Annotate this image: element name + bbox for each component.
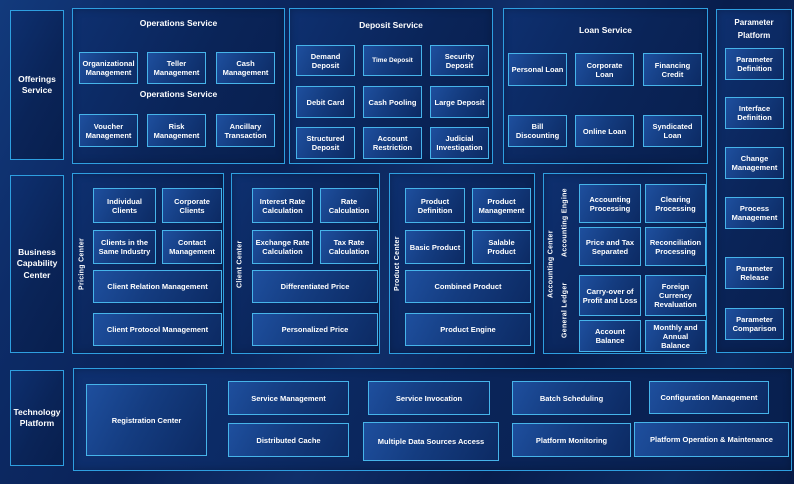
box-contact-management: Contact Management — [162, 230, 222, 264]
box-cash-pooling: Cash Pooling — [363, 86, 422, 118]
rail-business-capability-center: Business Capability Center — [10, 175, 64, 353]
box-judicial-investigation: Judicial Investigation — [430, 127, 489, 159]
operations-service-subtitle: Operations Service — [139, 89, 218, 99]
box-client-protocol-management: Client Protocol Management — [93, 313, 222, 346]
client-center-panel: Client Center Interest Rate Calculation … — [231, 173, 380, 354]
box-personal-loan: Personal Loan — [508, 53, 567, 86]
box-financing-credit: Financing Credit — [643, 53, 702, 86]
box-large-deposit: Large Deposit — [430, 86, 489, 118]
box-interface-definition: Interface Definition — [725, 97, 784, 129]
box-differentiated-price: Differentiated Price — [252, 270, 378, 303]
box-risk-management: Risk Management — [147, 114, 206, 147]
box-batch-scheduling: Batch Scheduling — [512, 381, 631, 415]
box-accounting-processing: Accounting Processing — [579, 184, 641, 223]
box-time-deposit: Time Deposit — [363, 45, 422, 76]
box-tax-rate-calculation: Tax Rate Calculation — [320, 230, 378, 264]
loan-service-panel: Loan Service Personal Loan Corporate Loa… — [503, 8, 708, 164]
client-center-label: Client Center — [236, 240, 244, 288]
rail-technology-platform: Technology Platform — [10, 370, 64, 466]
box-multiple-data-sources-access: Multiple Data Sources Access — [363, 422, 499, 461]
box-platform-operation-maintenance: Platform Operation & Maintenance — [634, 422, 789, 457]
box-product-management: Product Management — [472, 188, 531, 223]
box-salable-product: Salable Product — [472, 230, 531, 264]
box-clients-in-the-same-industry: Clients in the Same Industry — [93, 230, 156, 264]
box-corporate-clients: Corporate Clients — [162, 188, 222, 223]
rail-offerings-service: Offerings Service — [10, 10, 64, 160]
box-foreign-currency-revaluation: Foreign Currency Revaluation — [645, 275, 706, 316]
box-syndicated-loan: Syndicated Loan — [643, 115, 702, 147]
operations-service-title: Operations Service — [139, 18, 218, 28]
box-interest-rate-calculation: Interest Rate Calculation — [252, 188, 313, 223]
box-cash-management: Cash Management — [216, 52, 275, 84]
box-demand-deposit: Demand Deposit — [296, 45, 355, 76]
box-bill-discounting: Bill Discounting — [508, 115, 567, 147]
box-combined-product: Combined Product — [405, 270, 531, 303]
loan-service-title: Loan Service — [579, 25, 632, 35]
deposit-service-title: Deposit Service — [359, 20, 423, 30]
box-basic-product: Basic Product — [405, 230, 465, 264]
box-parameter-release: Parameter Release — [725, 257, 784, 289]
box-rate-calculation: Rate Calculation — [320, 188, 378, 223]
box-clearing-processing: Clearing Processing — [645, 184, 706, 223]
parameter-platform-panel: Parameter Platform Parameter Definition … — [716, 9, 792, 353]
box-exchange-rate-calculation: Exchange Rate Calculation — [252, 230, 313, 264]
box-client-relation-management: Client Relation Management — [93, 270, 222, 303]
box-service-invocation: Service Invocation — [368, 381, 490, 415]
accounting-center-label: Accounting Center — [547, 230, 555, 298]
box-parameter-comparison: Parameter Comparison — [725, 308, 784, 340]
box-account-restriction: Account Restriction — [363, 127, 422, 159]
box-process-management: Process Management — [725, 197, 784, 229]
box-service-management: Service Management — [228, 381, 349, 415]
box-distributed-cache: Distributed Cache — [228, 423, 349, 457]
box-ancillary-transaction: Ancillary Transaction — [216, 114, 275, 147]
box-personalized-price: Personalized Price — [252, 313, 378, 346]
product-center-label: Product Center — [394, 236, 401, 292]
box-individual-clients: Individual Clients — [93, 188, 156, 223]
box-product-definition: Product Definition — [405, 188, 465, 223]
box-change-management: Change Management — [725, 147, 784, 179]
box-carry-over-of-profit-and-loss: Carry-over of Profit and Loss — [579, 275, 641, 316]
box-platform-monitoring: Platform Monitoring — [512, 423, 631, 457]
box-price-and-tax-separated: Price and Tax Separated — [579, 227, 641, 266]
deposit-service-panel: Deposit Service Demand Deposit Time Depo… — [289, 8, 493, 164]
parameter-platform-title: Parameter Platform — [734, 18, 774, 40]
pricing-center-panel: Pricing Center Individual Clients Corpor… — [72, 173, 224, 354]
box-debit-card: Debit Card — [296, 86, 355, 118]
box-security-deposit: Security Deposit — [430, 45, 489, 76]
box-account-balance: Account Balance — [579, 320, 641, 352]
accounting-engine-label: Accounting Engine — [561, 188, 569, 258]
technology-platform-panel: Registration Center Service Management S… — [73, 368, 792, 471]
general-ledger-label: General Ledger — [561, 282, 569, 338]
operations-service-panel: Operations Service Organizational Manage… — [72, 8, 285, 164]
box-parameter-definition: Parameter Definition — [725, 48, 784, 80]
product-center-panel: Product Center Product Definition Produc… — [389, 173, 535, 354]
box-product-engine: Product Engine — [405, 313, 531, 346]
accounting-center-panel: Accounting Center Accounting Engine Gene… — [543, 173, 707, 354]
pricing-center-label: Pricing Center — [78, 237, 86, 291]
box-reconciliation-processing: Reconciliation Processing — [645, 227, 706, 266]
box-organizational-management: Organizational Management — [79, 52, 138, 84]
box-configuration-management: Configuration Management — [649, 381, 769, 414]
box-monthly-and-annual-balance: Monthly and Annual Balance — [645, 320, 706, 352]
box-voucher-management: Voucher Management — [79, 114, 138, 147]
box-registration-center: Registration Center — [86, 384, 207, 456]
box-teller-management: Teller Management — [147, 52, 206, 84]
box-online-loan: Online Loan — [575, 115, 634, 147]
box-structured-deposit: Structured Deposit — [296, 127, 355, 159]
box-corporate-loan: Corporate Loan — [575, 53, 634, 86]
